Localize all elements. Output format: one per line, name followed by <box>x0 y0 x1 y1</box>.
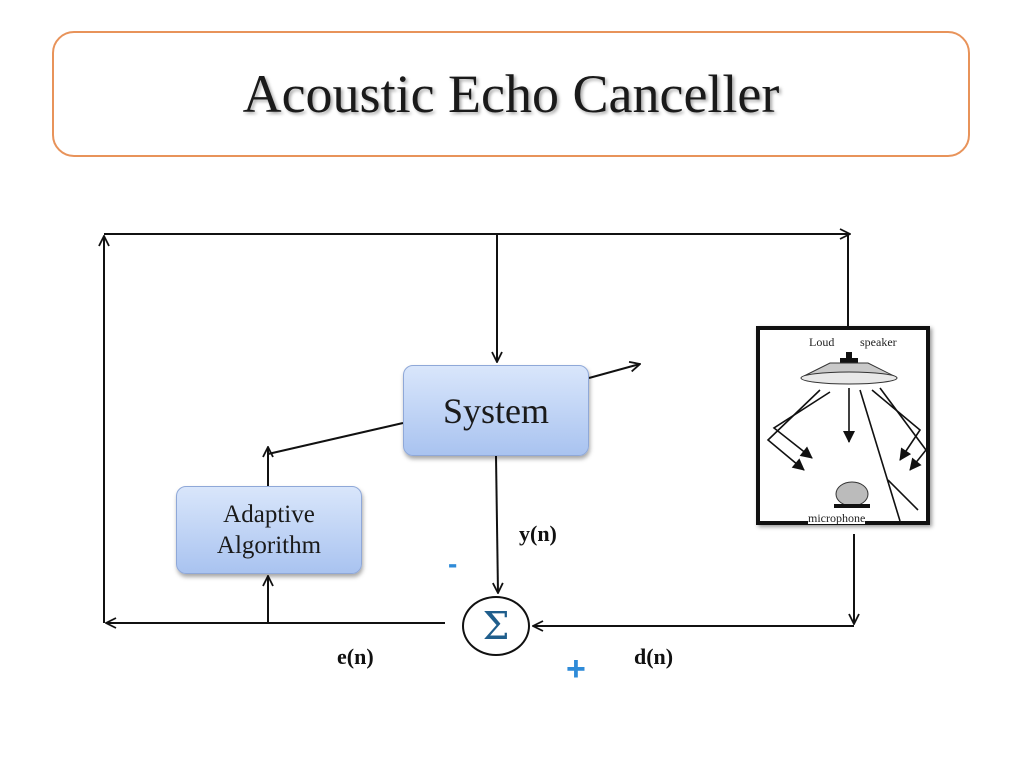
sigma-icon: Σ <box>482 604 510 648</box>
summing-junction: Σ <box>462 596 530 656</box>
minus-sign: - <box>448 548 458 579</box>
adaptive-algorithm-block: Adaptive Algorithm <box>176 486 362 574</box>
system-adaptive-link <box>267 422 404 455</box>
slide-title: Acoustic Echo Canceller <box>242 64 780 124</box>
speaker-label: speaker <box>860 335 897 349</box>
loud-label: Loud <box>809 335 835 349</box>
adaptive-label-line2: Algorithm <box>216 532 322 559</box>
room-acoustics-picture: Loud speaker microphone <box>756 326 930 525</box>
title-box: Acoustic Echo Canceller <box>52 31 970 157</box>
system-block: System <box>403 365 589 456</box>
dn-label: d(n) <box>634 644 674 669</box>
yn-line <box>496 455 498 593</box>
loudspeaker-icon <box>800 352 898 385</box>
microphone-label: microphone <box>808 511 866 525</box>
plus-sign: + <box>566 650 586 688</box>
system-label: System <box>442 390 549 431</box>
yn-label: y(n) <box>519 521 557 546</box>
en-label: e(n) <box>337 644 374 669</box>
adaptive-label-line1: Adaptive <box>223 500 315 528</box>
room-echo-paths <box>766 352 926 521</box>
microphone-icon <box>834 481 870 508</box>
system-update-arrow <box>588 364 640 379</box>
